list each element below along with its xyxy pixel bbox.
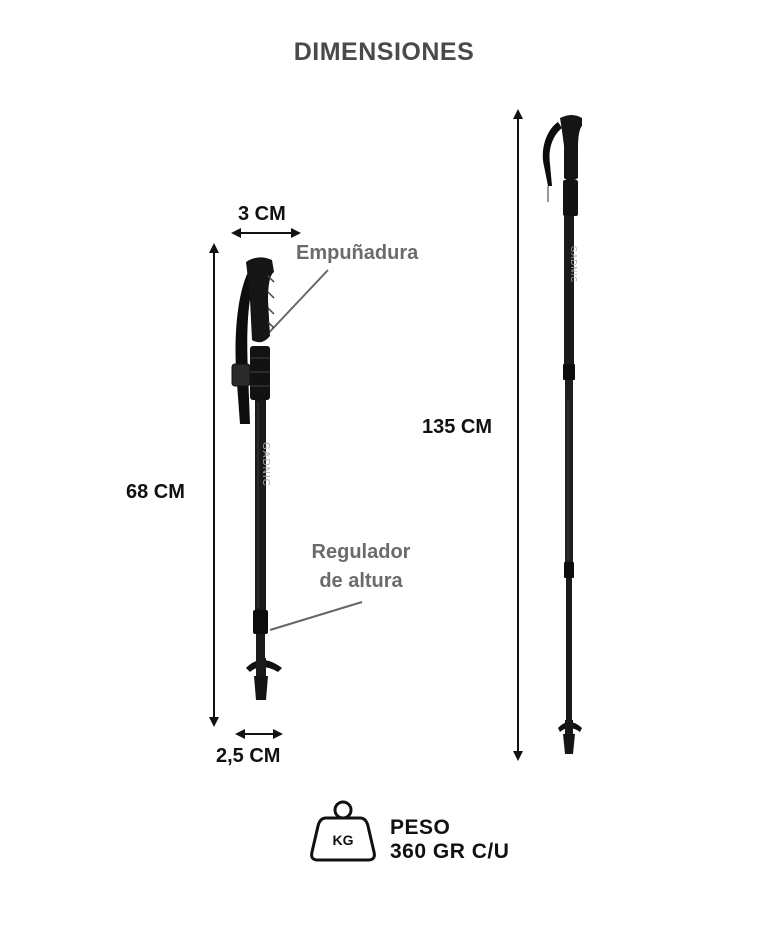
extended-height-label: 135 CM (422, 416, 493, 438)
regulator-callout: Regulador de altura (294, 538, 428, 596)
brand-label-extended: GADNIC (569, 246, 578, 283)
base-width-label: 2,5 CM (216, 745, 281, 767)
weight-value: 360 GR C/U (390, 840, 510, 863)
regulator-callout-line2: de altura (319, 570, 403, 592)
grip-callout: Empuñadura (296, 242, 419, 264)
brand-label-folded: GADNIC (260, 442, 271, 487)
grip-width-label: 3 CM (238, 203, 286, 225)
weight-label: PESO (390, 816, 451, 839)
extended-pole (542, 115, 582, 754)
folded-height-label: 68 CM (126, 481, 185, 503)
regulator-callout-line (269, 601, 363, 631)
weight-info: PESO 360 GR C/U (390, 816, 509, 864)
weight-icon (310, 800, 376, 862)
grip-callout-line (261, 269, 329, 341)
folded-pole (231, 257, 282, 700)
page-title: DIMENSIONES (293, 38, 475, 66)
regulator-callout-line1: Regulador (311, 541, 411, 563)
weight-icon-label: KG (333, 832, 354, 848)
